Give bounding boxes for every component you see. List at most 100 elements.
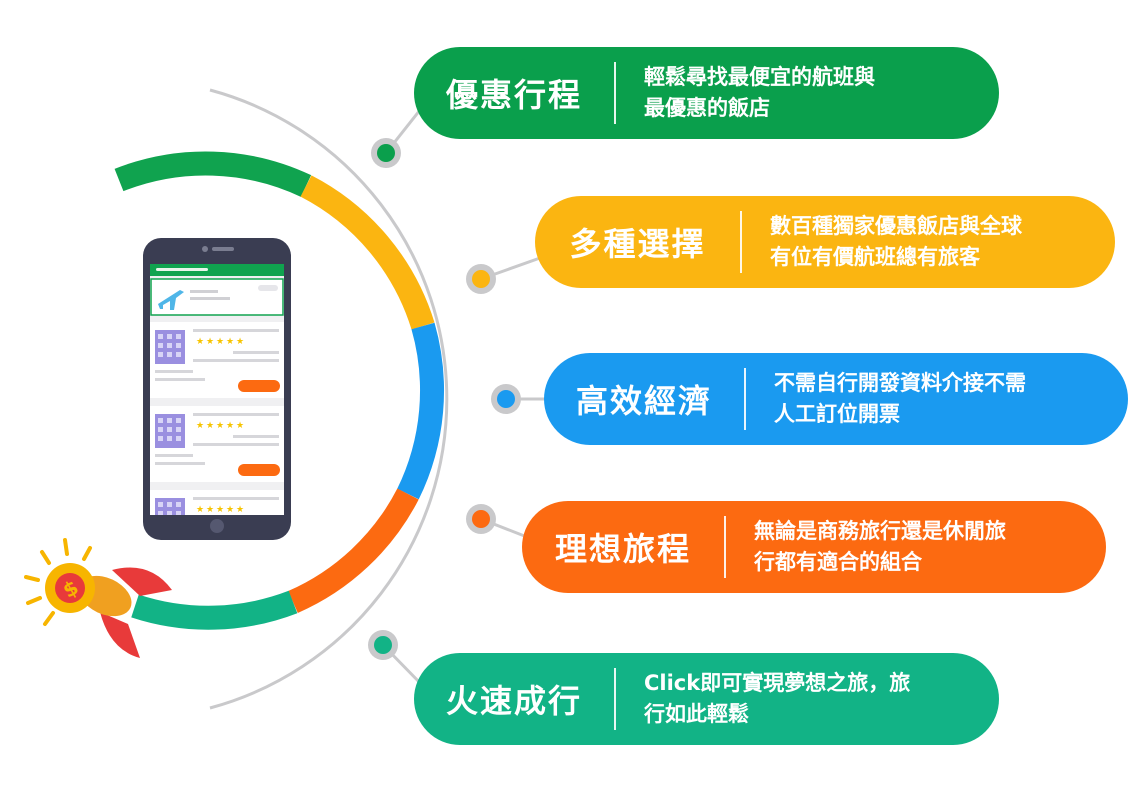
feature-divider: [614, 668, 616, 730]
listing-line: [193, 329, 279, 332]
coin: [55, 573, 85, 603]
hotel-listing: ★★★★★: [150, 490, 284, 549]
building-window: [176, 502, 181, 507]
building-window: [158, 352, 163, 357]
feature-description: 數百種獨家優惠飯店與全球有位有價航班總有旅客: [742, 211, 1042, 273]
listing-line: [155, 378, 205, 381]
listing-line: [155, 370, 193, 373]
building-window: [158, 427, 163, 432]
building-window: [176, 352, 181, 357]
progress-ring: [114, 151, 444, 630]
star-icon: ★: [236, 421, 244, 431]
star-icon: ★: [216, 505, 224, 515]
connector-dot-1-core: [377, 144, 395, 162]
star-icon: ★: [236, 505, 244, 515]
star-icon: ★: [206, 421, 214, 431]
phone-speaker: [212, 247, 234, 251]
feature-title: 火速成行: [445, 682, 582, 720]
feature-description-line: 不需自行開發資料介接不需: [774, 371, 1026, 395]
star-icon: ★: [216, 421, 224, 431]
feature-pill-efficient-economy: 高效經濟不需自行開發資料介接不需人工訂位開票: [544, 353, 1128, 445]
ring-segment-yellow: [300, 175, 435, 330]
hotel-listing: ★★★★★: [150, 322, 284, 398]
listing-line: [193, 413, 279, 416]
hotel-listings: ★★★★★★★★★★★★★★★: [150, 322, 284, 549]
building-window: [158, 502, 163, 507]
ring-segment-orange: [288, 488, 419, 613]
feature-description-line: 最優惠的飯店: [644, 96, 770, 120]
ring-segment-green: [114, 151, 312, 197]
feature-description-line: 行都有適合的組合: [754, 550, 922, 574]
building-window: [158, 436, 163, 441]
listing-line: [233, 435, 279, 438]
building-window: [176, 334, 181, 339]
building-window: [167, 352, 172, 357]
connector-dot-4-core: [472, 510, 490, 528]
building-window: [158, 511, 163, 515]
listing-line: [193, 443, 279, 446]
feature-divider: [614, 62, 616, 124]
feature-description-line: 行如此輕鬆: [644, 702, 749, 726]
star-icon: ★: [226, 421, 234, 431]
feature-pill-discount-trips: 優惠行程輕鬆尋找最便宜的航班與最優惠的飯店: [414, 47, 999, 139]
building-window: [158, 418, 163, 423]
building-window: [158, 343, 163, 348]
building-window: [167, 436, 172, 441]
phone-home-button: [210, 519, 224, 533]
listing-line: [233, 351, 279, 354]
star-icon: ★: [236, 337, 244, 347]
star-icon: ★: [206, 337, 214, 347]
building-window: [167, 343, 172, 348]
building-window: [176, 343, 181, 348]
building-window: [176, 436, 181, 441]
connector-dots: [368, 138, 521, 660]
book-button: [238, 464, 280, 476]
building-window: [167, 502, 172, 507]
ring-segment-teal: [131, 590, 298, 630]
feature-title: 高效經濟: [575, 382, 712, 420]
feature-pill-many-choices: 多種選擇數百種獨家優惠飯店與全球有位有價航班總有旅客: [535, 196, 1115, 288]
feature-description: Click即可實現夢想之旅，旅行如此輕鬆: [616, 668, 930, 730]
feature-divider: [744, 368, 746, 430]
listing-line: [155, 462, 205, 465]
feature-description-line: Click即可實現夢想之旅，旅: [644, 671, 911, 695]
building-window: [167, 427, 172, 432]
feature-description-line: 有位有價航班總有旅客: [770, 245, 980, 269]
screen-header: [150, 264, 284, 276]
connector-arc: [209, 88, 449, 710]
listing-line: [193, 497, 279, 500]
book-button: [238, 380, 280, 392]
connector-dot-3-core: [497, 390, 515, 408]
building-window: [167, 511, 172, 515]
airplane-icon: [158, 290, 184, 310]
building-window: [167, 334, 172, 339]
star-icon: ★: [206, 505, 214, 515]
building-window: [176, 427, 181, 432]
listing-line: [155, 546, 205, 549]
bulb-rays: [24, 538, 92, 626]
feature-title: 多種選擇: [569, 225, 706, 263]
phone-icon: ★★★★★★★★★★★★★★★: [143, 238, 291, 549]
feature-divider: [740, 211, 742, 273]
feature-description-line: 無論是商務旅行還是休閒旅: [754, 519, 1006, 543]
feature-description-line: 輕鬆尋找最便宜的航班與: [644, 65, 875, 89]
feature-pill-fast-departure: 火速成行 Click即可實現夢想之旅，旅行如此輕鬆: [414, 653, 999, 745]
building-window: [176, 511, 181, 515]
star-icon: ★: [196, 337, 204, 347]
building-window: [167, 418, 172, 423]
rocket-fins: [100, 567, 172, 658]
rocket-icon: $: [24, 538, 172, 658]
feature-pill-ideal-journey: 理想旅程 無論是商務旅行還是休閒旅行都有適合的組合: [522, 501, 1106, 593]
building-window: [158, 334, 163, 339]
ring-segment-blue: [397, 322, 444, 500]
listing-line: [193, 359, 279, 362]
feature-description-line: 人工訂位開票: [774, 402, 900, 426]
feature-title: 優惠行程: [445, 76, 582, 114]
feature-divider: [724, 516, 726, 578]
star-icon: ★: [196, 505, 204, 515]
feature-description: 輕鬆尋找最便宜的航班與最優惠的飯店: [616, 62, 895, 124]
star-icon: ★: [226, 337, 234, 347]
feature-description: 不需自行開發資料介接不需人工訂位開票: [746, 368, 1046, 430]
feature-title: 理想旅程: [554, 530, 691, 568]
star-icon: ★: [196, 421, 204, 431]
